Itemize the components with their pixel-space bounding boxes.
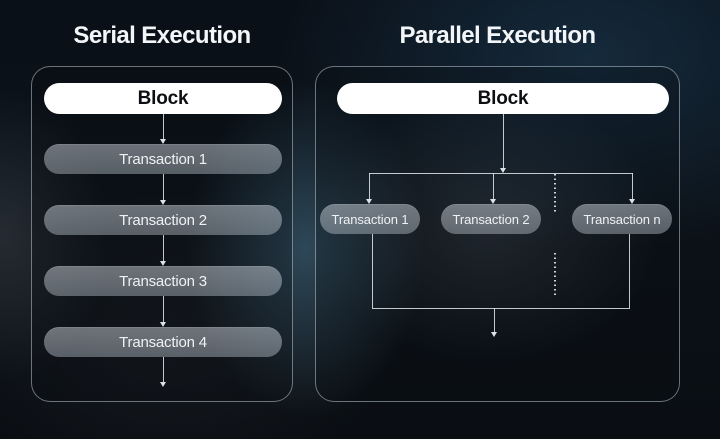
arrow-down-connector bbox=[499, 114, 507, 173]
arrow-down-connector bbox=[159, 235, 167, 266]
parallel-execution-panel: Block Transaction 1 Transaction 2 Transa… bbox=[315, 66, 680, 402]
arrow-down-connector bbox=[159, 296, 167, 327]
arrow-down-connector bbox=[628, 173, 636, 204]
merge-line-left bbox=[372, 234, 373, 308]
parallel-block-node: Block bbox=[337, 83, 669, 114]
dotted-ellipsis-line bbox=[554, 253, 556, 296]
dotted-ellipsis-line bbox=[554, 174, 556, 213]
parallel-transaction-node: Transaction 1 bbox=[320, 204, 420, 234]
serial-transaction-node: Transaction 1 bbox=[44, 144, 282, 174]
arrow-down-connector bbox=[489, 173, 497, 204]
arrow-down-connector bbox=[159, 114, 167, 144]
serial-execution-title: Serial Execution bbox=[73, 22, 251, 49]
serial-block-node: Block bbox=[44, 83, 282, 114]
serial-transaction-node: Transaction 4 bbox=[44, 327, 282, 357]
merge-line-right bbox=[629, 234, 630, 308]
parallel-execution-title: Parallel Execution bbox=[399, 22, 597, 49]
serial-execution-panel: Block Transaction 1 Transaction 2 Transa… bbox=[31, 66, 293, 402]
serial-transaction-node: Transaction 2 bbox=[44, 205, 282, 235]
fork-branch-line bbox=[369, 173, 633, 174]
arrow-down-exit-connector bbox=[490, 308, 498, 337]
arrow-down-exit-connector bbox=[159, 357, 167, 387]
serial-transaction-node: Transaction 3 bbox=[44, 266, 282, 296]
arrow-down-connector bbox=[365, 173, 373, 204]
merge-line-bottom bbox=[372, 308, 630, 309]
parallel-transaction-node: Transaction n bbox=[572, 204, 672, 234]
arrow-down-connector bbox=[159, 174, 167, 205]
parallel-transaction-node: Transaction 2 bbox=[441, 204, 541, 234]
